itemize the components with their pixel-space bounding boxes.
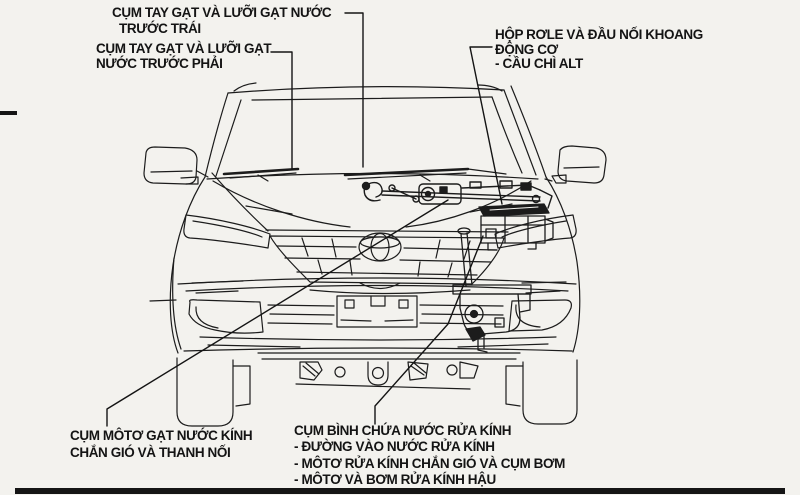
relay-box <box>478 203 554 251</box>
wiper-motor <box>418 183 462 205</box>
underbody <box>257 352 521 390</box>
car-body <box>143 82 607 427</box>
side-mirror-right <box>544 145 607 184</box>
headlight-left <box>183 214 271 249</box>
label-relay-box: HỘP RƠLE VÀ ĐẦU NỐI KHOANG ĐỘNG CƠ - CẦU… <box>495 27 703 72</box>
label-line: CHẮN GIÓ VÀ THANH NỐI <box>70 444 231 460</box>
label-line: TRƯỚC TRÁI <box>119 20 201 36</box>
label-line: - MÔTƠ RỬA KÍNH CHẮN GIÓ VÀ CỤM BƠM <box>294 455 565 471</box>
mud-flap-right <box>505 365 524 407</box>
label-front-left-wiper: CỤM TAY GẠT VÀ LƯỠI GẠT NƯỚC TRƯỚC TRÁI <box>112 5 332 36</box>
roof-line <box>227 86 505 94</box>
bottom-rule <box>15 488 785 494</box>
label-line: CỤM BÌNH CHỨA NƯỚC RỬA KÍNH <box>294 423 512 438</box>
label-front-right-wiper: CỤM TAY GẠT VÀ LƯỠI GẠT NƯỚC TRƯỚC PHẢI <box>96 41 272 71</box>
a-pillar-right <box>503 89 537 176</box>
fog-lamp-recess-right <box>508 299 572 332</box>
leader-relay-box <box>469 46 503 205</box>
leader-washer-reservoir <box>374 235 484 425</box>
leader-front-right-wiper <box>270 51 293 170</box>
fender-right <box>545 176 581 353</box>
label-line: - ĐƯỜNG VÀO NƯỚC RỬA KÍNH <box>294 439 495 455</box>
left-edge-mark <box>0 111 17 115</box>
washer-pump <box>464 304 484 324</box>
leader-front-left-wiper <box>344 12 364 168</box>
front-bumper <box>149 277 577 352</box>
mud-flap-left <box>232 365 251 407</box>
label-line: CỤM TAY GẠT VÀ LƯỠI GẠT <box>96 41 272 56</box>
wiper-motor-linkage-assembly <box>361 180 553 209</box>
wiper-blade-left-side <box>343 167 470 177</box>
label-line: CỤM MÔTƠ GẠT NƯỚC KÍNH <box>70 428 253 443</box>
toyota-emblem <box>358 232 402 262</box>
fog-lamp-recess-left <box>188 299 264 334</box>
leader-lines <box>106 12 503 427</box>
washer-reservoir-assembly <box>452 227 532 353</box>
license-plate-mount <box>336 295 418 328</box>
label-wiper-motor: CỤM MÔTƠ GẠT NƯỚC KÍNH CHẮN GIÓ VÀ THANH… <box>70 428 253 461</box>
headlight-right <box>494 214 577 249</box>
grille <box>265 229 509 295</box>
label-line: NƯỚC TRƯỚC PHẢI <box>96 55 223 71</box>
a-pillar-left <box>204 92 229 178</box>
leader-wiper-motor <box>106 199 449 427</box>
washer-tank <box>459 293 521 335</box>
label-line: - MÔTƠ VÀ BƠM RỬA KÍNH HẬU <box>294 471 496 487</box>
label-line: CỤM TAY GẠT VÀ LƯỠI GẠT NƯỚC <box>112 5 332 20</box>
label-washer-reservoir: CỤM BÌNH CHỨA NƯỚC RỬA KÍNH - ĐƯỜNG VÀO … <box>294 423 565 488</box>
label-line: - CẦU CHÌ ALT <box>495 56 583 71</box>
label-line: ĐỘNG CƠ <box>495 41 558 57</box>
wheel-left <box>176 357 251 427</box>
wheel-right <box>505 359 578 425</box>
side-mirror-left <box>143 146 209 185</box>
wiper-blade-right-side <box>222 167 300 176</box>
washer-filler-tube <box>460 233 467 287</box>
label-line: HỘP RƠLE VÀ ĐẦU NỐI KHOANG <box>495 27 703 42</box>
